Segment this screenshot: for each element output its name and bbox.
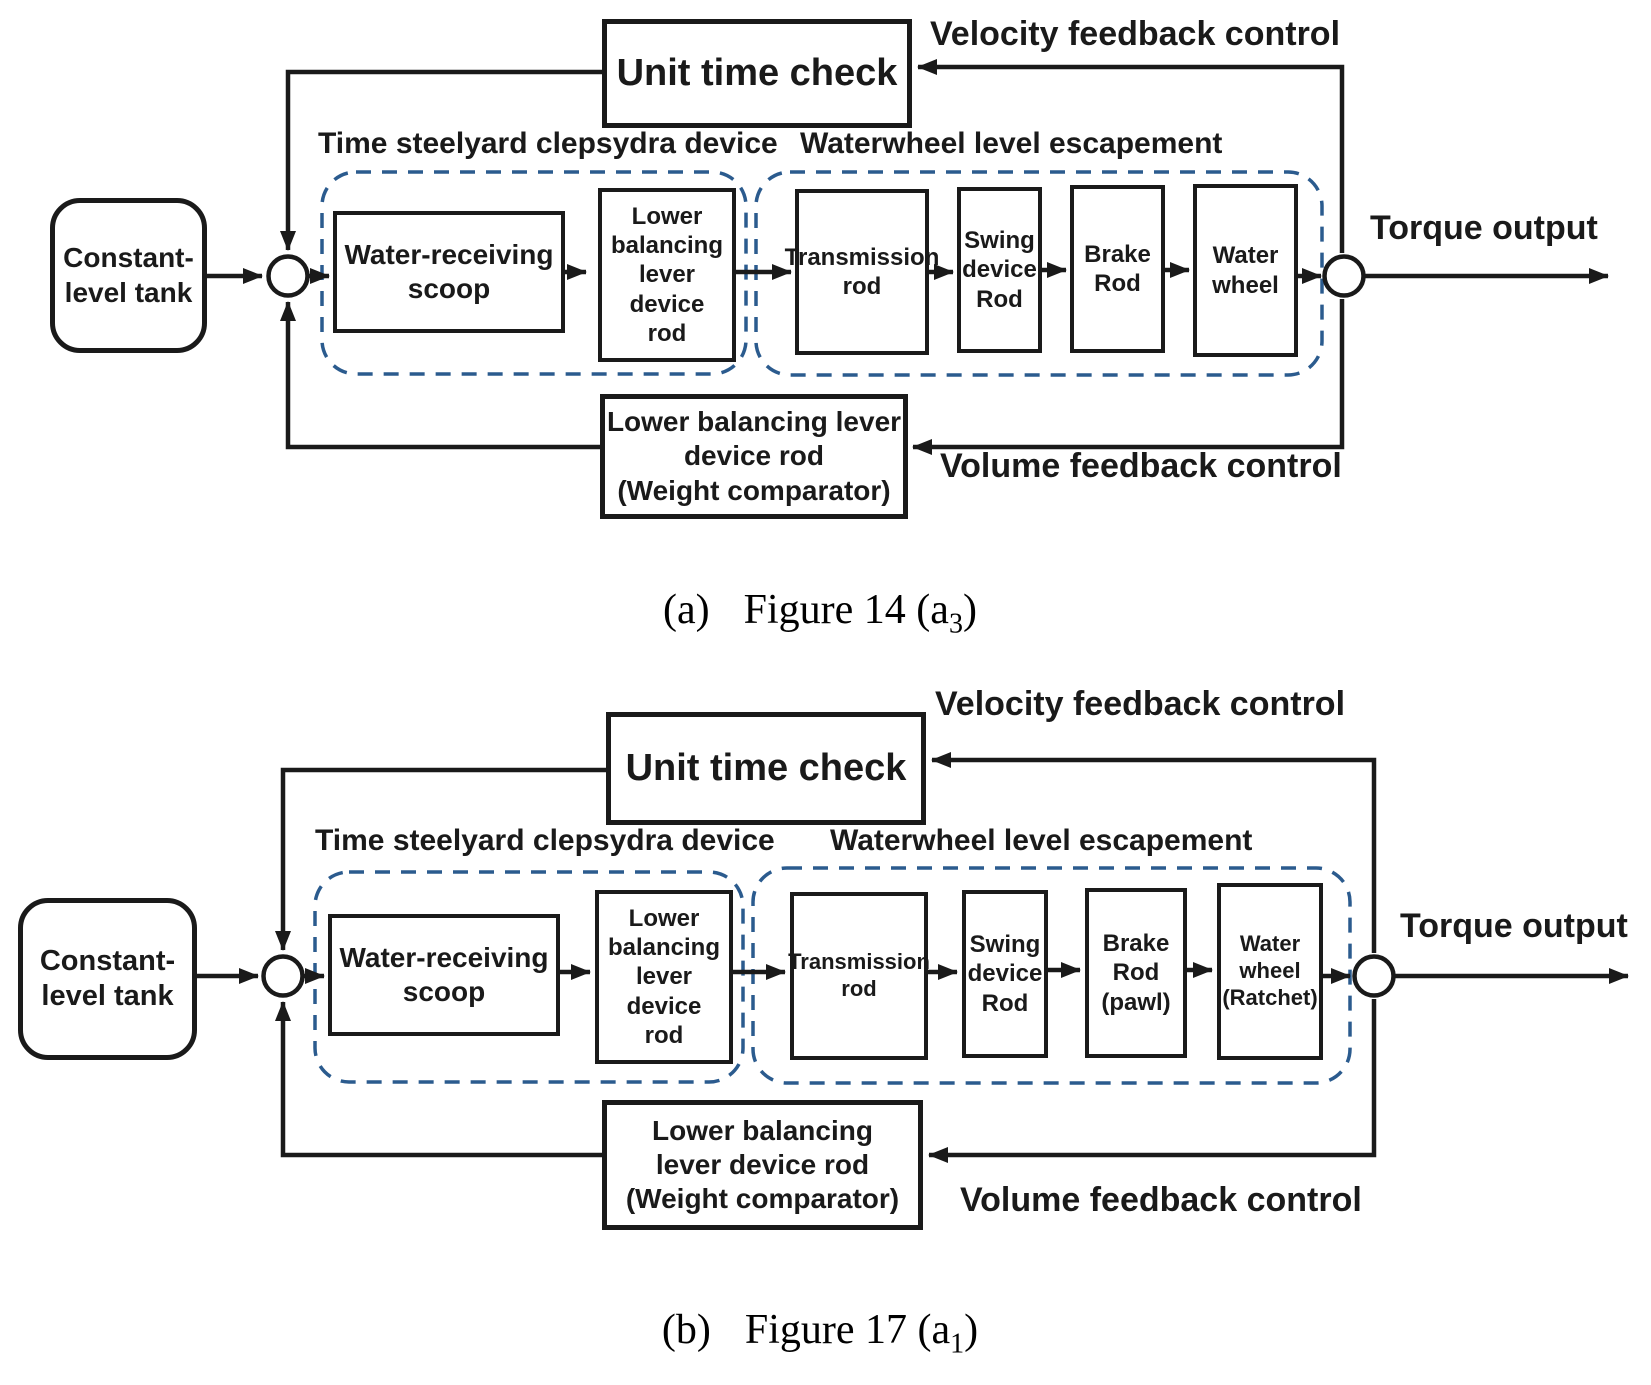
summing-junction-left-b	[261, 954, 305, 998]
volume-feedback-label-a: Volume feedback control	[940, 447, 1342, 485]
caption-index-a: (a)	[663, 587, 710, 633]
unit-time-check-box-a: Unit time check	[602, 19, 912, 128]
transmission-rod-box-a: Transmission rod	[785, 189, 939, 355]
comparator-return-line-a	[280, 301, 600, 450]
summing-junction-right-b	[1352, 954, 1396, 998]
constant-level-tank-box-a: Constant- level tank	[50, 198, 207, 353]
summing-junction-left-a	[266, 254, 310, 298]
brake-rod-box-a: Brake Rod	[1070, 185, 1165, 353]
water-receiving-scoop-box-b: Water-receiving scoop	[328, 914, 560, 1036]
lower-balancing-lever-box-b: Lower balancing lever device rod	[595, 890, 733, 1064]
torque-output-label-a: Torque output	[1370, 209, 1598, 247]
weight-comparator-box-b: Lower balancing lever device rod (Weight…	[602, 1100, 923, 1230]
caption-b: (b) Figure 17 (a1)	[570, 1306, 1070, 1360]
escapement-region-label-a: Waterwheel level escapement	[800, 127, 1223, 160]
volume-feedback-line-b	[928, 999, 1377, 1163]
swing-device-rod-box-b: Swing device Rod	[962, 890, 1048, 1058]
caption-suffix-b: )	[964, 1307, 979, 1353]
caption-a: (a) Figure 14 (a3)	[570, 586, 1070, 640]
caption-subscript-b: 1	[950, 1328, 965, 1360]
clepsydra-region-label-a: Time steelyard clepsydra device	[318, 127, 778, 160]
torque-output-label-b: Torque output	[1400, 907, 1628, 945]
brake-rod-box-b: Brake Rod (pawl)	[1085, 888, 1187, 1058]
swing-device-rod-box-a: Swing device Rod	[957, 187, 1042, 353]
caption-index-b: (b)	[661, 1307, 711, 1353]
water-wheel-box-a: Water wheel	[1193, 184, 1298, 357]
water-wheel-box-b: Water wheel (Ratchet)	[1217, 883, 1323, 1060]
water-receiving-scoop-box-a: Water-receiving scoop	[333, 211, 565, 333]
transmission-rod-box-b: Transmission rod	[788, 892, 930, 1060]
volume-feedback-label-b: Volume feedback control	[960, 1181, 1362, 1219]
comparator-return-line-b	[275, 1001, 602, 1158]
weight-comparator-box-a: Lower balancing lever device rod (Weight…	[600, 394, 908, 519]
unit-check-return-line-b	[275, 767, 606, 951]
escapement-region-label-b: Waterwheel level escapement	[830, 824, 1253, 857]
velocity-feedback-line-b	[931, 752, 1377, 953]
summing-junction-right-a	[1322, 254, 1366, 298]
velocity-feedback-line-a	[917, 59, 1345, 253]
clepsydra-region-label-b: Time steelyard clepsydra device	[315, 824, 775, 857]
unit-time-check-box-b: Unit time check	[606, 712, 926, 825]
constant-level-tank-box-b: Constant- level tank	[18, 898, 197, 1060]
caption-body-b: Figure 17 (a	[744, 1307, 951, 1353]
caption-suffix-a: )	[962, 587, 977, 633]
caption-subscript-a: 3	[948, 608, 963, 640]
velocity-feedback-label-b: Velocity feedback control	[935, 685, 1346, 723]
unit-check-return-line-a	[280, 69, 602, 251]
volume-feedback-line-a	[912, 299, 1345, 455]
velocity-feedback-label-a: Velocity feedback control	[930, 15, 1341, 53]
lower-balancing-lever-box-a: Lower balancing lever device rod	[598, 188, 736, 362]
caption-body-a: Figure 14 (a	[743, 587, 949, 633]
